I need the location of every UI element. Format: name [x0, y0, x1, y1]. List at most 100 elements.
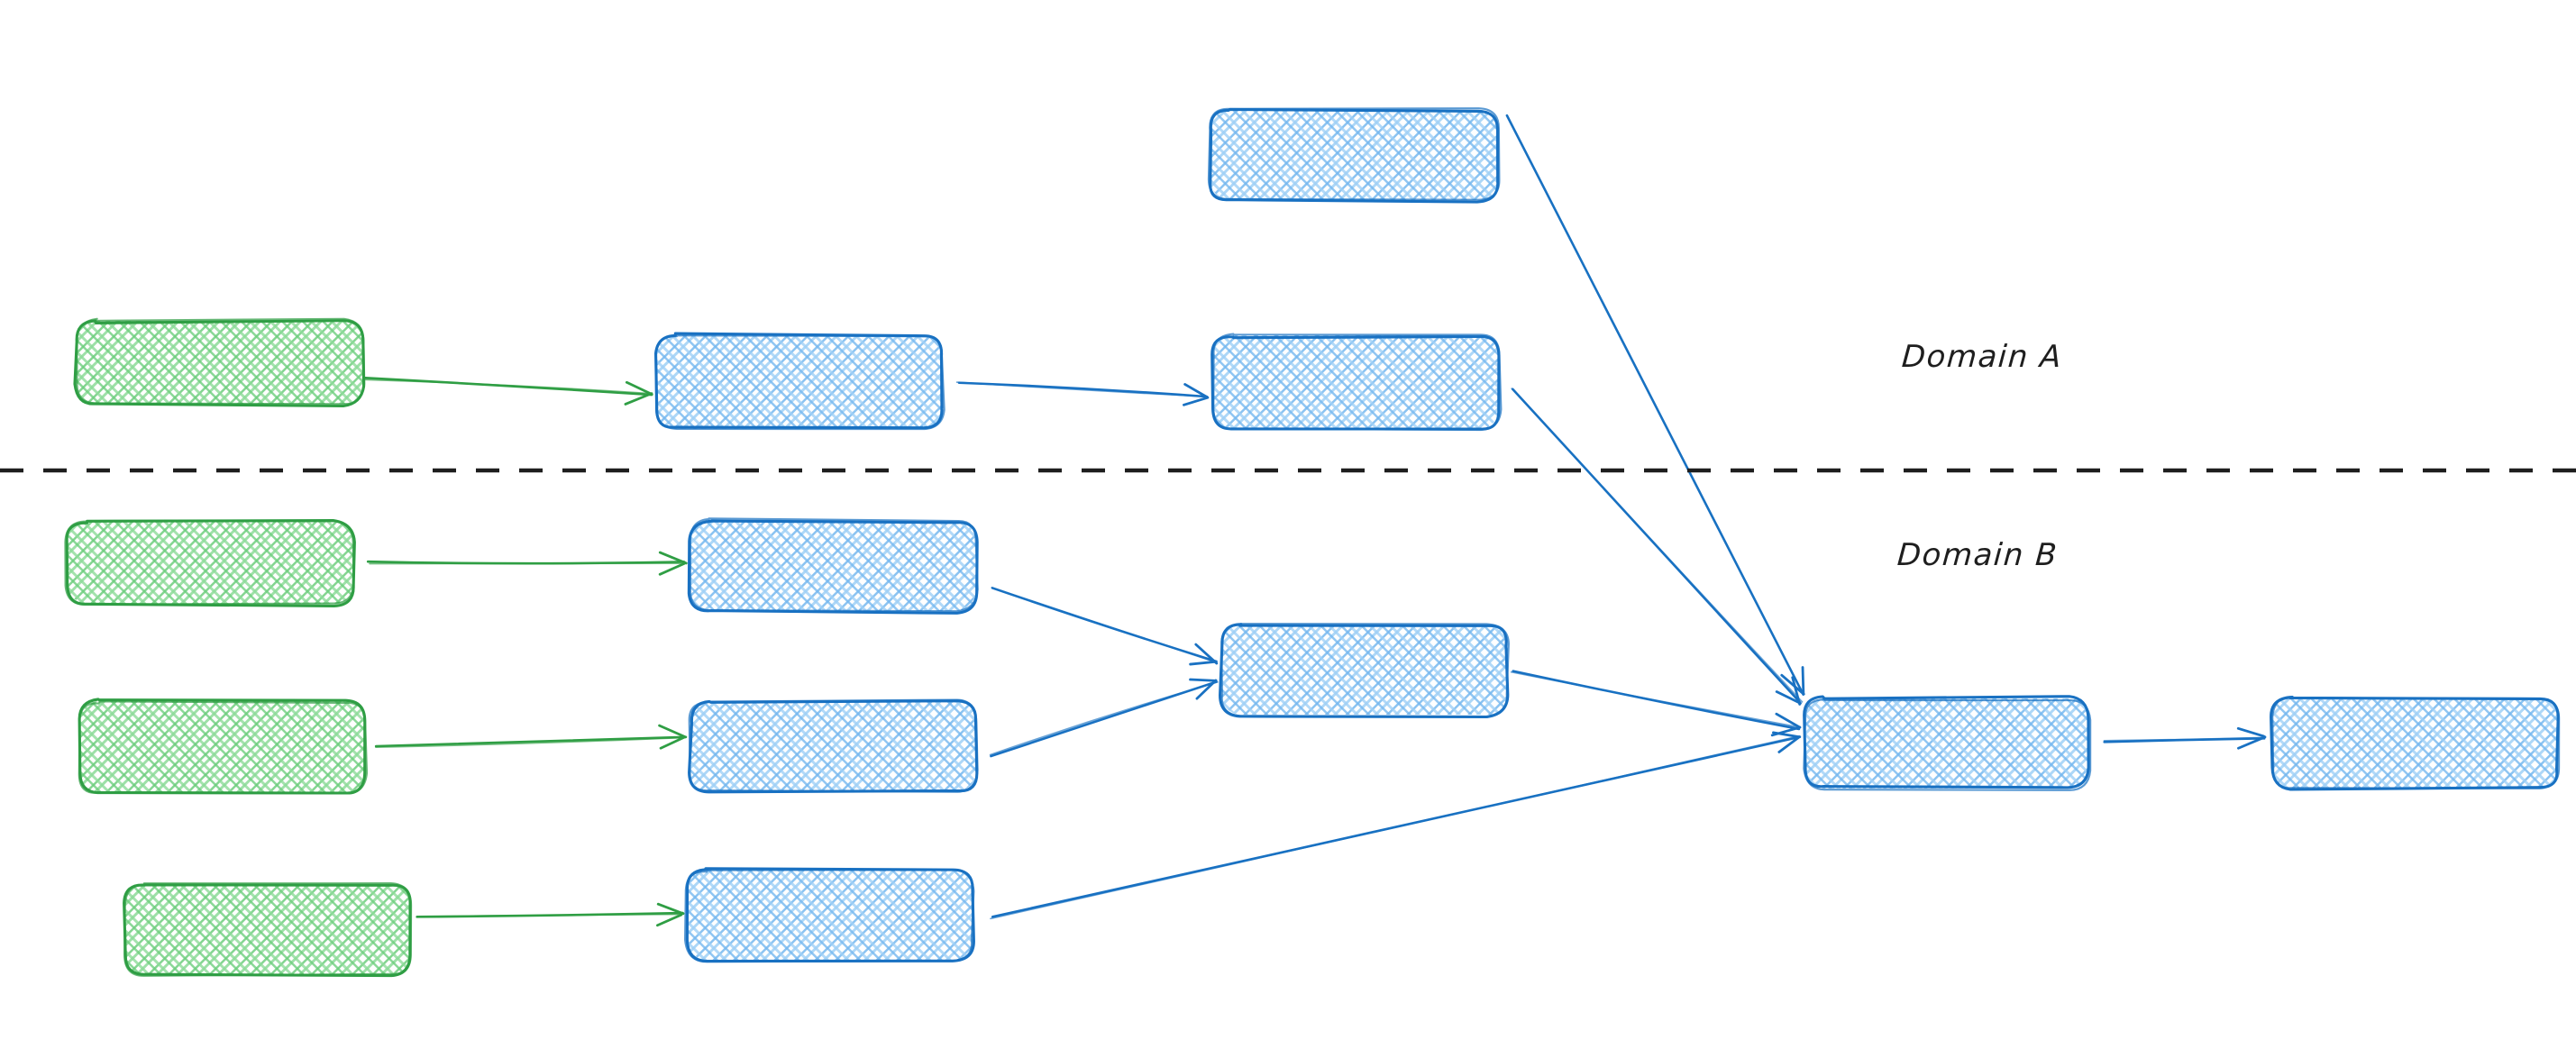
edge-e-g2-b1[interactable] — [366, 551, 688, 576]
node-blue-b1-hit[interactable] — [690, 521, 976, 611]
node-blue-a2-hit[interactable] — [1212, 335, 1499, 429]
edge-e-g4-b4[interactable] — [416, 902, 685, 927]
edge-e-b3-hub[interactable] — [1510, 670, 1802, 737]
edge-arrowhead-e-a1-a2 — [1183, 396, 1210, 406]
node-green-4[interactable] — [123, 882, 413, 978]
node-outline-blue-b1 — [689, 517, 979, 613]
node-outline-blue-a0 — [1209, 107, 1500, 204]
edge-arrowhead-e-a0-hub — [1780, 673, 1805, 696]
node-blue-a1-hit[interactable] — [655, 335, 942, 429]
node-outline-blue-b3 — [1220, 623, 1510, 718]
node-fill-blue-a1 — [655, 335, 942, 429]
node-fill-blue-a2 — [1212, 335, 1499, 429]
edge-arrowhead-e-hub-end — [2236, 726, 2265, 738]
node-outline-blue-a2 — [1212, 333, 1503, 432]
edge-e-hub-end[interactable] — [2103, 726, 2267, 750]
node-blue-a0[interactable] — [1207, 107, 1501, 204]
edge-arrowhead-e-a0-hub — [1801, 666, 1805, 696]
edge-arrowhead-e-g2-b1 — [658, 551, 688, 565]
node-outline-blue-end — [2271, 696, 2561, 789]
node-green-2-hit[interactable] — [68, 521, 354, 604]
edge-e-b4-hub[interactable] — [990, 731, 1802, 920]
edge-arrowhead-e-a2-hub — [1775, 690, 1802, 705]
node-blue-b1[interactable] — [687, 517, 979, 615]
node-blue-a1[interactable] — [653, 332, 945, 431]
node-outline-blue-a1 — [654, 334, 945, 431]
node-green-4-hit[interactable] — [124, 885, 411, 975]
edge-line-e-g1-a1 — [362, 379, 653, 395]
node-blue-hub-hit[interactable] — [1804, 698, 2088, 789]
node-green-2[interactable] — [64, 519, 356, 607]
node-blue-b3[interactable] — [1219, 623, 1510, 719]
edge-line-e-a0-hub — [1506, 115, 1804, 696]
edge-e-a0-hub[interactable] — [1505, 114, 1805, 696]
edge-line-e-hub-end — [2103, 736, 2266, 742]
edge-arrowhead-e-g3-b2 — [658, 724, 687, 739]
node-fill-blue-b3 — [1221, 625, 1508, 715]
node-fill-blue-a0 — [1210, 110, 1499, 200]
node-outline-blue-hub — [1803, 698, 2092, 791]
edge-arrowhead-e-g1-a1 — [625, 380, 653, 396]
edge-e-b1-b3[interactable] — [991, 587, 1219, 666]
node-blue-b2[interactable] — [688, 698, 979, 794]
edge-e-b2-b3[interactable] — [989, 678, 1219, 758]
node-outline-blue-a0 — [1207, 107, 1501, 201]
edge-line-e-a1-a2 — [955, 381, 1209, 397]
nodes-layer — [64, 107, 2561, 978]
edges-layer — [361, 114, 2267, 927]
node-outline-blue-b2 — [688, 698, 979, 793]
edge-line-e-g4-b4 — [416, 913, 682, 917]
edge-arrowhead-e-a1-a2 — [1183, 383, 1209, 399]
edge-arrowhead-e-g4-b4 — [656, 913, 683, 927]
node-outline-blue-b4 — [683, 869, 975, 963]
edge-line-e-b2-b3 — [989, 681, 1219, 756]
node-blue-end-hit[interactable] — [2271, 698, 2558, 789]
node-outline-green-1 — [76, 317, 366, 406]
node-fill-green-4 — [124, 885, 411, 975]
node-fill-green-1 — [77, 321, 363, 404]
edge-arrowhead-e-a2-hub — [1791, 676, 1802, 706]
edge-line-e-b1-b3 — [991, 587, 1217, 663]
node-blue-b4[interactable] — [683, 867, 975, 963]
node-blue-a0-hit[interactable] — [1210, 110, 1499, 200]
node-blue-hub[interactable] — [1803, 695, 2092, 791]
node-green-3-hit[interactable] — [79, 701, 366, 793]
edge-arrowhead-e-b1-b3 — [1194, 643, 1219, 665]
node-green-1[interactable] — [73, 317, 366, 408]
node-fill-blue-b2 — [690, 701, 976, 791]
node-fill-blue-b1 — [690, 521, 976, 611]
node-fill-blue-end — [2271, 698, 2558, 789]
edge-e-a1-a2[interactable] — [955, 381, 1210, 406]
domain-label-domain-b: Domain B — [1895, 537, 2060, 573]
edge-e-a2-hub[interactable] — [1511, 388, 1804, 706]
edge-e-g3-b2[interactable] — [374, 724, 688, 750]
edge-line-e-g3-b2 — [375, 736, 687, 749]
node-fill-green-3 — [79, 701, 366, 793]
node-outline-green-2 — [64, 520, 355, 606]
edge-line-e-b4-hub — [990, 734, 1801, 920]
edge-line-e-b3-hub — [1510, 670, 1801, 728]
node-blue-a2[interactable] — [1210, 333, 1503, 432]
edge-arrowhead-e-hub-end — [2237, 735, 2267, 750]
edge-arrowhead-e-b1-b3 — [1189, 660, 1218, 666]
node-green-3[interactable] — [78, 698, 369, 795]
edge-arrowhead-e-g2-b1 — [658, 561, 686, 576]
node-green-1-hit[interactable] — [77, 321, 363, 404]
edge-e-g1-a1[interactable] — [361, 376, 653, 406]
node-outline-green-3 — [78, 700, 369, 795]
edge-line-e-g3-b2 — [374, 735, 688, 748]
node-blue-b4-hit[interactable] — [687, 870, 973, 960]
node-blue-b3-hit[interactable] — [1221, 625, 1508, 715]
edge-arrowhead-e-b3-hub — [1775, 712, 1801, 729]
node-fill-blue-b4 — [687, 870, 973, 960]
edge-arrowhead-e-g3-b2 — [659, 735, 687, 750]
node-fill-blue-hub — [1804, 698, 2088, 789]
node-blue-b2-hit[interactable] — [690, 701, 976, 791]
edge-arrowhead-e-b4-hub — [1777, 735, 1801, 753]
edge-arrowhead-e-g1-a1 — [624, 392, 653, 406]
node-fill-green-2 — [68, 521, 354, 604]
node-blue-end[interactable] — [2270, 695, 2561, 791]
edge-arrowhead-e-b2-b3 — [1195, 679, 1218, 700]
